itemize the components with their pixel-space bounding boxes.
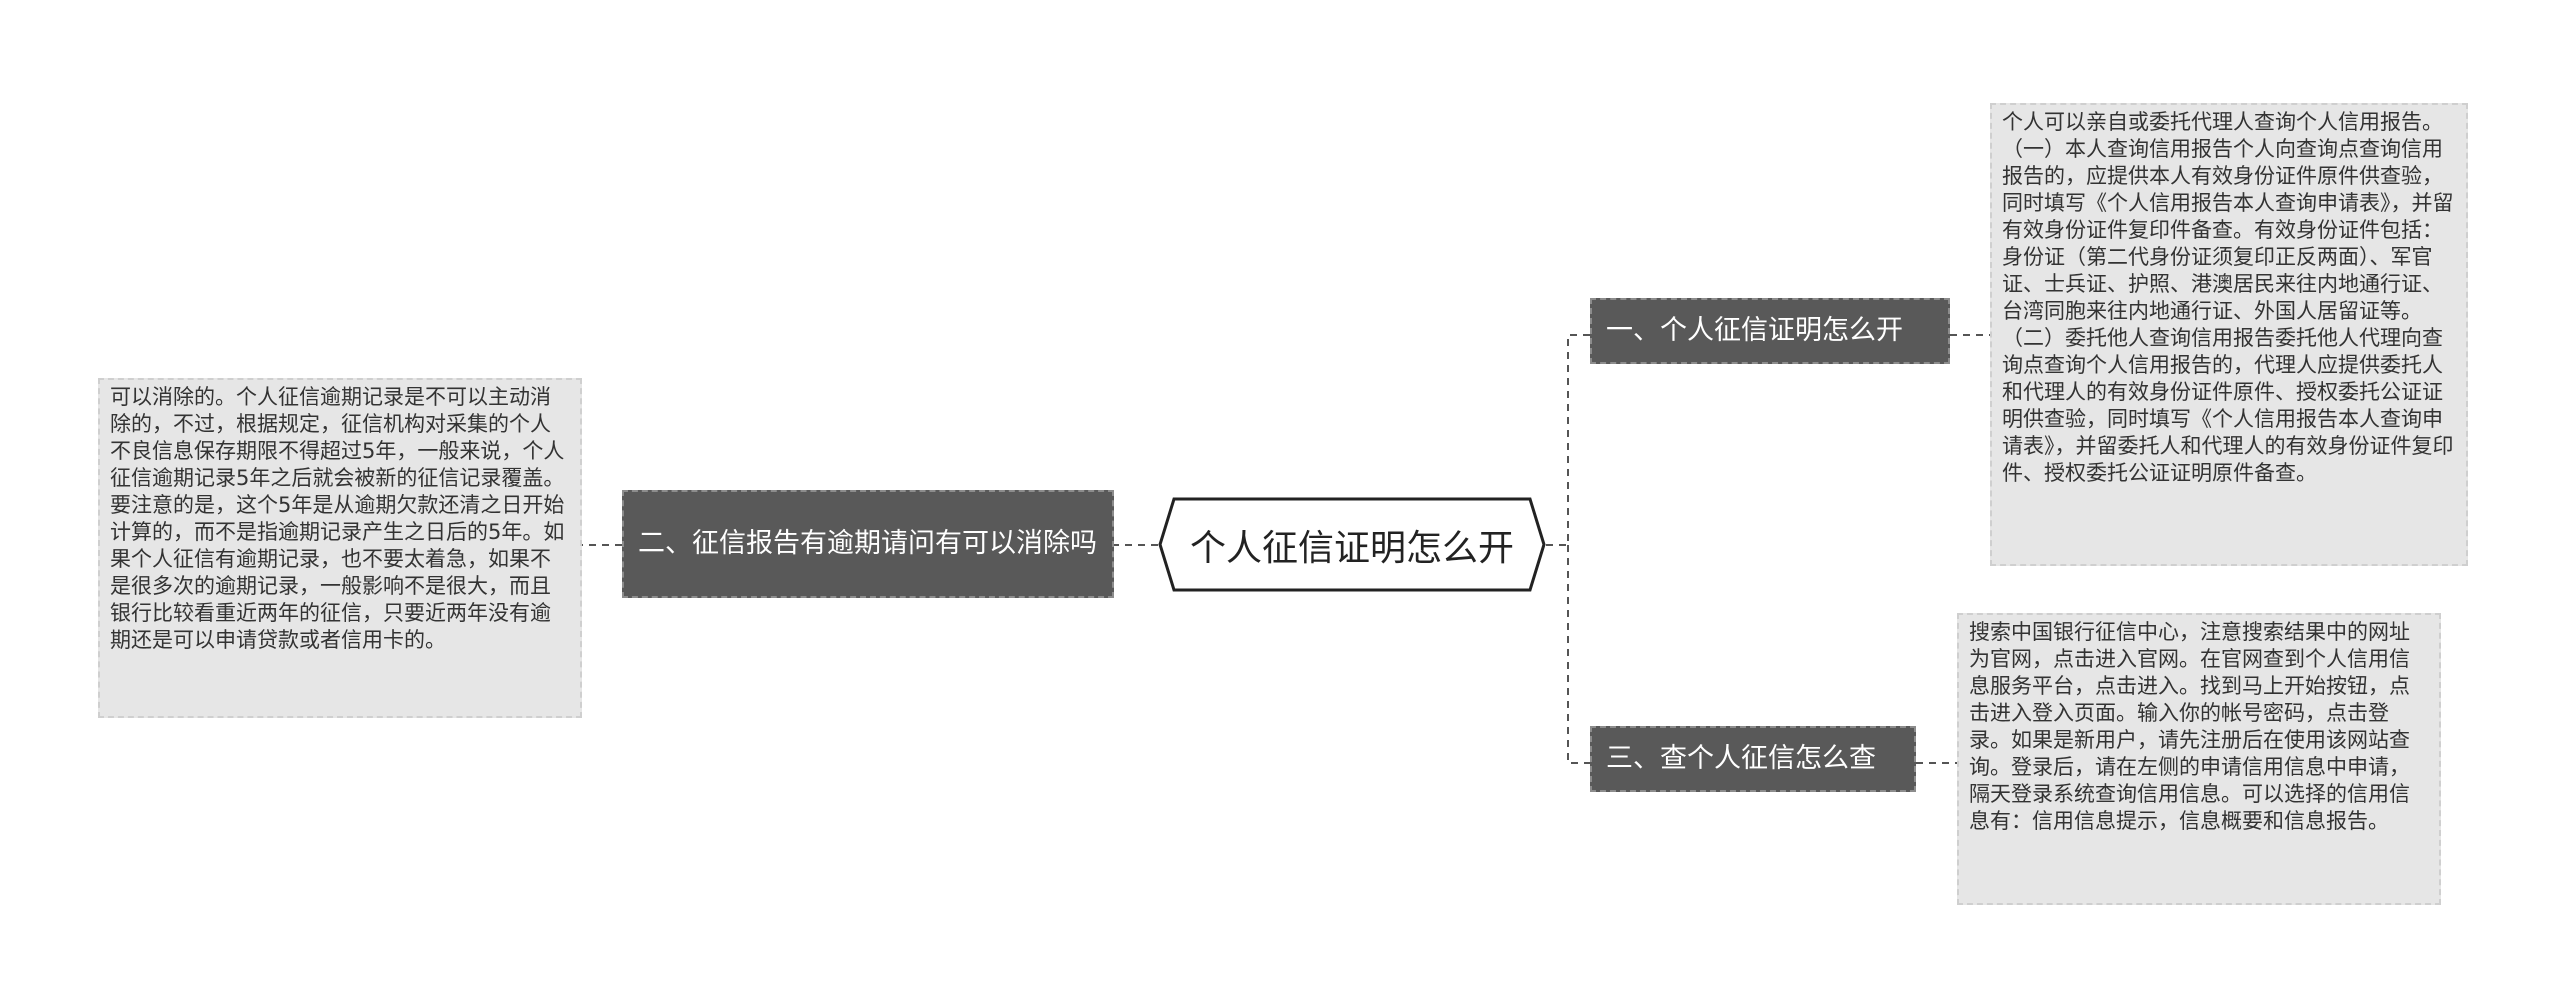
central-topic-label: 个人征信证明怎么开 (1189, 527, 1514, 569)
detail-note-2-text: 可以消除的。个人征信逾期记录是不可以主动消除的，不过，根据规定，征信机构对采集的… (110, 385, 565, 652)
branch-topic-2-label: 二、征信报告有逾期请问有可以消除吗 (638, 528, 1097, 559)
central-topic[interactable]: 个人征信证明怎么开 (1158, 497, 1546, 592)
detail-note-2: 可以消除的。个人征信逾期记录是不可以主动消除的，不过，根据规定，征信机构对采集的… (98, 378, 582, 718)
connector-root-branch-3 (1567, 545, 1590, 764)
branch-topic-1[interactable]: 一、个人征信证明怎么开 (1590, 298, 1950, 364)
detail-note-1-text: 个人可以亲自或委托代理人查询个人信用报告。（一）本人查询信用报告个人向查询点查询… (2002, 110, 2454, 485)
connector-root-branch-1 (1546, 334, 1590, 546)
central-topic-shape (1158, 497, 1546, 592)
branch-topic-3-label: 三、查个人征信怎么查 (1606, 743, 1876, 774)
branch-topic-2[interactable]: 二、征信报告有逾期请问有可以消除吗 (622, 490, 1114, 598)
detail-note-1: 个人可以亲自或委托代理人查询个人信用报告。（一）本人查询信用报告个人向查询点查询… (1990, 103, 2468, 566)
detail-note-3: 搜索中国银行征信中心，注意搜索结果中的网址为官网，点击进入官网。在官网查到个人信… (1957, 613, 2441, 905)
branch-topic-1-label: 一、个人征信证明怎么开 (1606, 315, 1903, 346)
detail-note-3-text: 搜索中国银行征信中心，注意搜索结果中的网址为官网，点击进入官网。在官网查到个人信… (1969, 620, 2410, 833)
branch-topic-3[interactable]: 三、查个人征信怎么查 (1590, 726, 1916, 792)
